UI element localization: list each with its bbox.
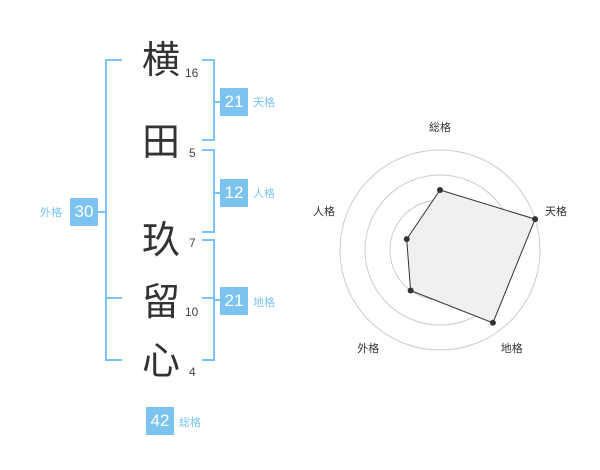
radar-data-polygon [406,189,536,324]
radar-axis-label-gaikaku: 外格 [357,341,380,355]
tenkaku-label: 天格 [253,96,275,109]
name-char-5: 心 [141,339,180,383]
radar-axis-label-tenkaku: 天格 [545,205,568,219]
radar-point-0 [437,187,443,193]
name-char-4: 留 [141,280,180,324]
radar-point-4 [403,236,410,243]
radar-axis-label-chikaku: 地格 [500,341,523,355]
tenkaku-value-badge: 21 [220,88,248,116]
gaikaku-bracket [105,59,122,361]
name-char-3: 玖 [141,218,180,262]
gaikaku-value-badge: 30 [70,198,98,226]
radar-axis-label-soukaku: 総格 [429,121,451,134]
gaikaku-label: 外格 [40,206,62,219]
stroke-count-2: 5 [189,146,196,160]
radar-axis-label-jinkaku: 人格 [312,205,335,219]
chikaku-label: 地格 [253,296,275,309]
radar-points [403,187,539,326]
radar-point-2 [489,319,496,326]
stroke-count-5: 4 [189,365,196,379]
radar-ring-4 [339,149,541,351]
soukaku-value-badge: 42 [146,407,174,435]
name-char-2: 田 [141,120,180,164]
name-char-1: 横 [141,38,180,82]
radar-point-1 [532,216,539,223]
tenkaku-bracket [202,59,215,141]
jinkaku-label: 人格 [253,187,275,200]
stroke-count-4: 10 [185,305,199,319]
chikaku-value-badge: 21 [220,287,248,315]
soukaku-label: 総格 [179,416,201,429]
radar-point-3 [407,287,414,294]
jinkaku-bracket [202,149,215,233]
stroke-count-1: 16 [185,66,199,80]
stroke-count-3: 7 [189,236,196,250]
jinkaku-value-badge: 12 [220,179,248,207]
